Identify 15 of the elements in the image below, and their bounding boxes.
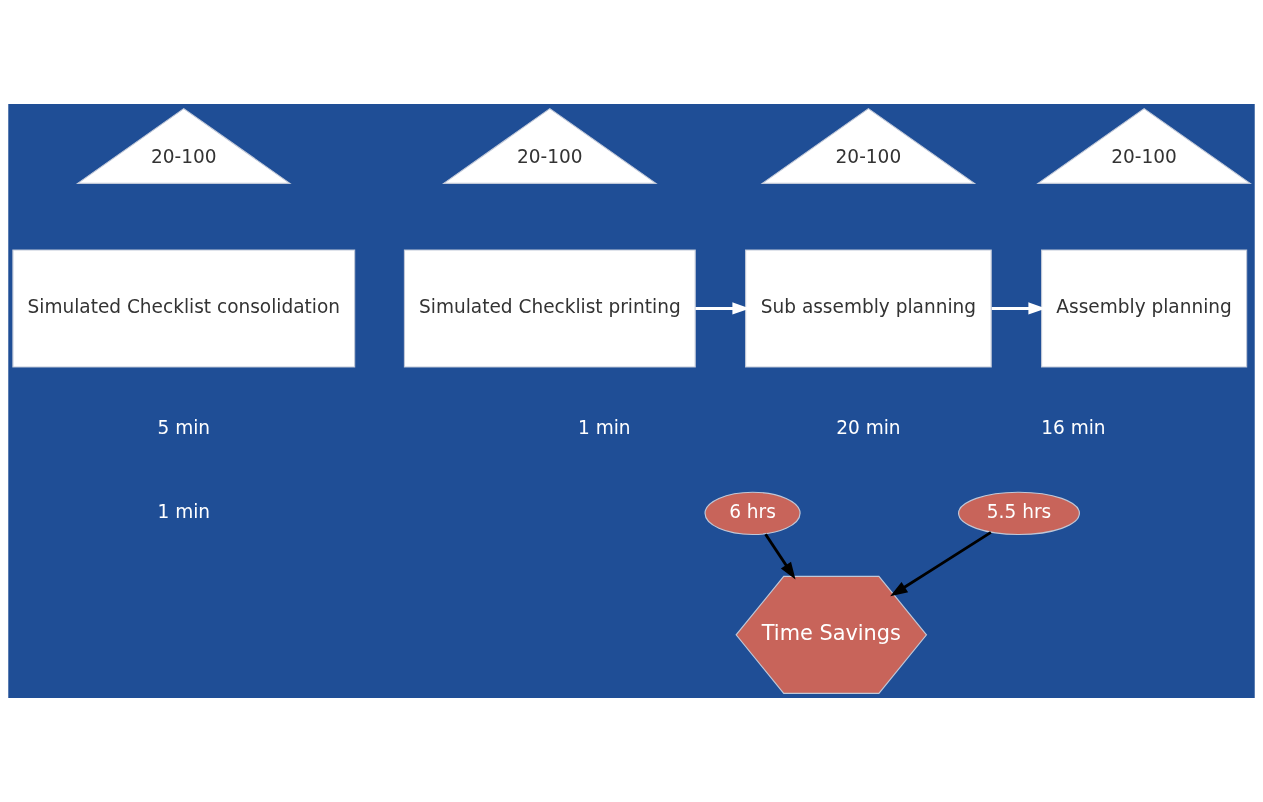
node-box: Assembly planning (1041, 249, 1248, 368)
node-ellipse: 5.5 hrs (958, 491, 1080, 536)
arrow (890, 531, 992, 597)
node-box: Sub assembly planning (745, 249, 992, 368)
arrow (991, 302, 1046, 315)
node-box: Simulated Checklist printing (403, 249, 696, 368)
label: 1 min (157, 500, 211, 522)
arrow (695, 302, 750, 315)
node-box: Simulated Checklist consolidation (12, 249, 356, 368)
node-ellipse: 6 hrs (704, 491, 801, 536)
node-label: 20 min (836, 416, 901, 438)
arrow (764, 533, 796, 580)
node-label: 1 min (577, 416, 631, 438)
node-label: 16 min (1041, 416, 1106, 438)
node-label: 5 min (157, 416, 211, 438)
